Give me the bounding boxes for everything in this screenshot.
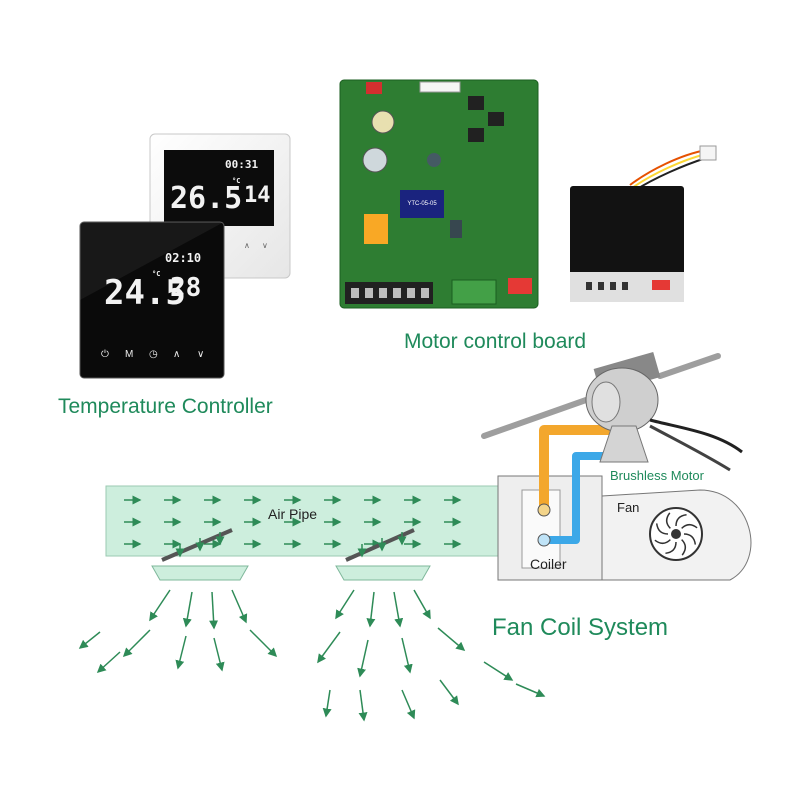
motor-control-board: YTC-05-05 (339, 79, 539, 309)
outflow-arrow (439, 679, 459, 706)
fan-label: Fan (617, 500, 640, 515)
outflow-arrow (401, 637, 413, 674)
outflow-arrow (249, 629, 278, 658)
down-arrow-icon: ∨ (197, 349, 204, 360)
coiler-label: Coiler (530, 556, 567, 572)
white-unit: °C (232, 177, 240, 185)
temperature-controller-label: Temperature Controller (58, 395, 273, 418)
fan-blade (681, 539, 687, 556)
fan-blade (683, 533, 697, 545)
black-set-temp: 28 (170, 273, 201, 303)
outflow-arrow (213, 637, 225, 672)
outflow-arrow (322, 689, 332, 718)
white-down-arrow-icon: ∨ (262, 241, 268, 250)
fan-blade (681, 523, 698, 529)
control-box (570, 145, 717, 302)
outflow-arrow (96, 651, 121, 674)
fan-blade (654, 539, 671, 545)
outflow-arrow (209, 591, 219, 630)
air-pipe (105, 485, 499, 557)
outflow-arrow (483, 661, 514, 681)
black-clock: 02:10 (165, 251, 201, 265)
outflow-arrow (358, 689, 368, 722)
coil-fan-housing (497, 475, 752, 581)
outflow-arrow (149, 589, 171, 622)
outflow-arrow (413, 589, 431, 620)
fan-blade (665, 541, 677, 555)
outflow-arrow (317, 631, 341, 664)
black-unit: °C (152, 270, 160, 278)
relay-label: YTC-05-05 (407, 201, 437, 207)
motor-control-board-label: Motor control board (404, 330, 587, 353)
white-up-arrow-icon: ∧ (244, 241, 250, 250)
outflow-arrow (122, 629, 151, 658)
outflow-arrow (401, 689, 416, 720)
mode-icon: M (125, 349, 133, 360)
hot-pipe (537, 425, 612, 517)
fan-blade (665, 512, 671, 529)
up-arrow-icon: ∧ (173, 349, 180, 360)
outflow-arrow (182, 591, 193, 628)
white-clock: 00:31 (225, 158, 258, 171)
outflow-arrow (515, 683, 546, 698)
brushless-motor (481, 351, 743, 472)
clock-icon: ◷ (149, 349, 158, 360)
outflow-arrow (366, 591, 376, 628)
fan-blade (655, 523, 669, 535)
white-set-temp: 14 (244, 183, 271, 208)
brushless-motor-label: Brushless Motor (610, 468, 704, 483)
white-room-temp: 26.5 (170, 181, 242, 216)
fan-blade (675, 513, 687, 527)
fan-coil-system-label: Fan Coil System (492, 614, 669, 641)
outflow-arrow (78, 631, 101, 649)
black-room-temp: 24.5 (104, 273, 186, 313)
outflow-arrow (175, 635, 187, 670)
cold-pipe (537, 452, 610, 547)
air-pipe-label: Air Pipe (268, 506, 318, 522)
outflow-arrow (357, 639, 369, 678)
outflow-arrow (335, 589, 355, 620)
thermostat-black: 02:10 24.5 28 °C ⏻ M ◷ ∧ ∨ (79, 221, 225, 379)
outflow-arrow (437, 627, 466, 651)
outflow-arrow (231, 589, 248, 624)
outflow-arrow (393, 591, 404, 628)
power-icon: ⏻ (101, 349, 109, 360)
